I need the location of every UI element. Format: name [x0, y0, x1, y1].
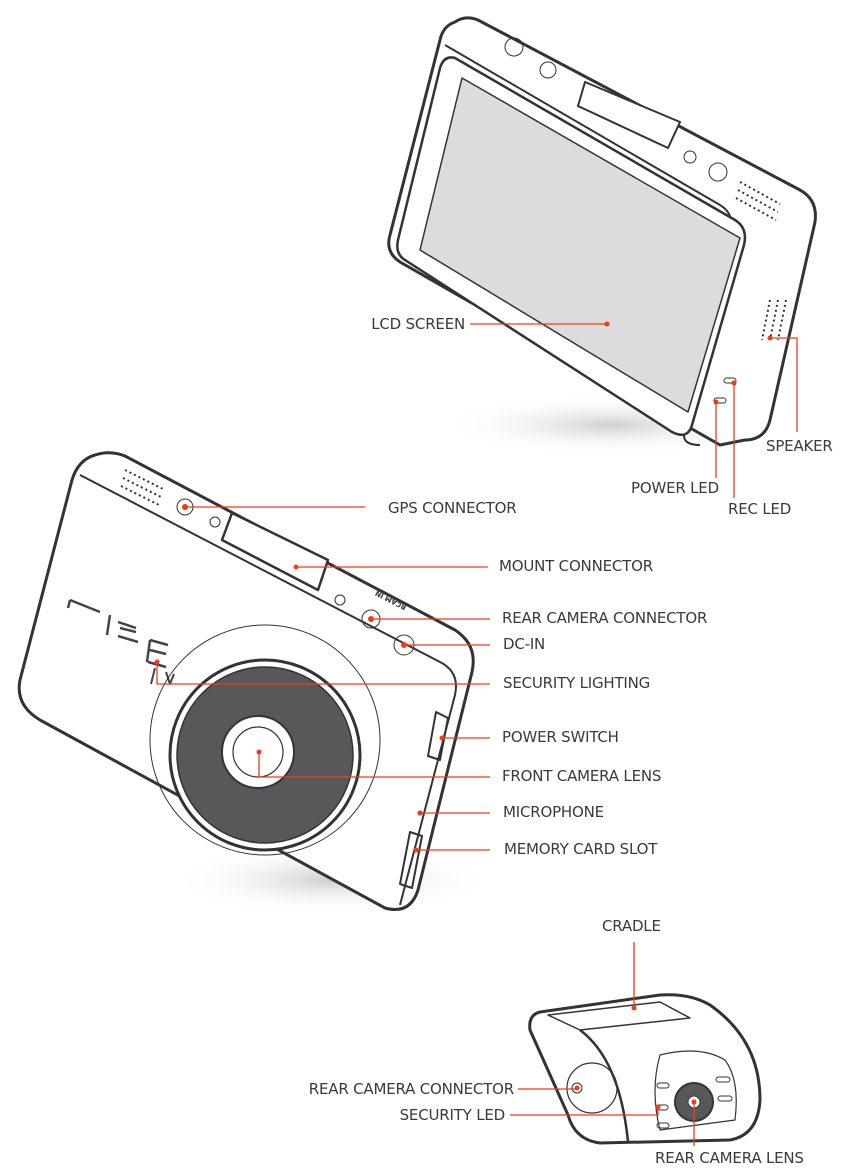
label-microphone: MICROPHONE [503, 803, 604, 821]
label-dc-in: DC-IN [503, 635, 546, 653]
label-gps-connector: GPS CONNECTOR [388, 499, 517, 517]
label-power-switch: POWER SWITCH [502, 728, 619, 746]
label-cradle: CRADLE [602, 917, 661, 935]
label-rear-unit-connector: REAR CAMERA CONNECTOR [308, 1080, 514, 1098]
label-lcd-screen: LCD SCREEN [371, 315, 465, 333]
leader-dots [154, 321, 773, 1110]
leader-front-camera-lens [258, 752, 490, 778]
leader-speaker [770, 337, 798, 432]
rear-unit-drawing [528, 993, 762, 1145]
front-unit-drawing [17, 451, 490, 915]
label-power-led: POWER LED [631, 479, 719, 497]
label-rec-led: REC LED [728, 500, 792, 518]
label-mount-connector: MOUNT CONNECTOR [499, 557, 653, 575]
label-front-camera-lens: FRONT CAMERA LENS [502, 767, 662, 785]
label-security-lighting: SECURITY LIGHTING [503, 674, 651, 692]
leader-lines [156, 323, 798, 1146]
label-speaker: SPEAKER [766, 437, 833, 455]
leader-security-led [510, 1107, 659, 1116]
label-rear-camera-connector: REAR CAMERA CONNECTOR [502, 609, 708, 627]
label-memory-card-slot: MEMORY CARD SLOT [504, 840, 658, 858]
leader-security-lighting [156, 662, 490, 685]
lcd-unit-drawing [387, 16, 817, 455]
label-security-led: SECURITY LED [399, 1106, 506, 1124]
label-rear-camera-lens: REAR CAMERA LENS [655, 1149, 804, 1167]
